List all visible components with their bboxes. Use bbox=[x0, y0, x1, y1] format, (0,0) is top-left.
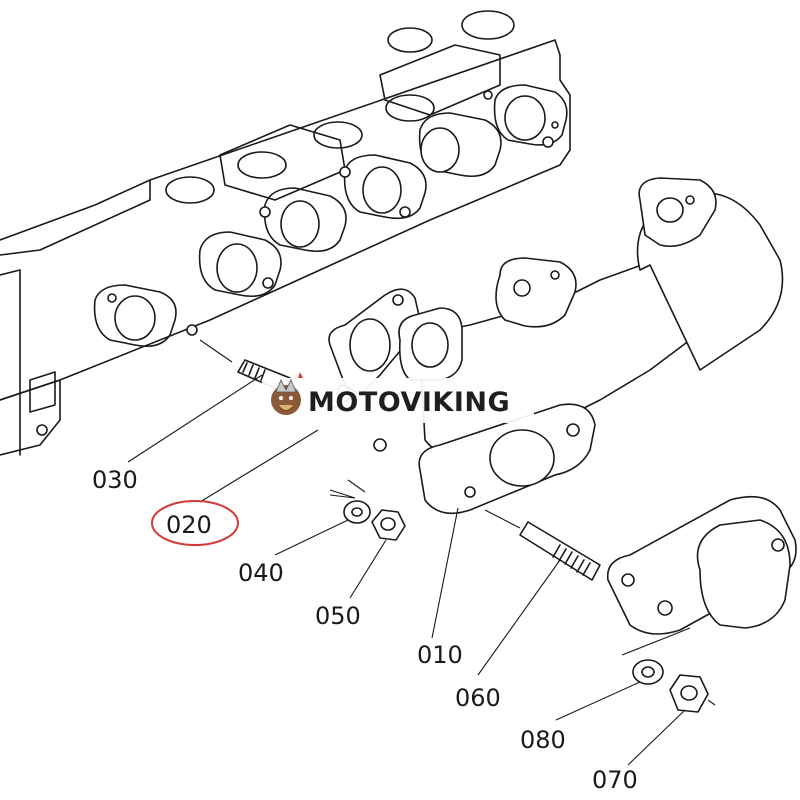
washer-080 bbox=[632, 659, 664, 685]
nut-070 bbox=[669, 674, 716, 713]
outlet-flange bbox=[606, 495, 797, 656]
label-050: 050 bbox=[315, 602, 361, 630]
stud-060 bbox=[484, 509, 601, 581]
washer-040 bbox=[343, 500, 371, 524]
label-010: 010 bbox=[417, 641, 463, 669]
cylinder-head bbox=[0, 10, 571, 456]
watermark: MOTOVIKING bbox=[262, 372, 534, 423]
label-030: 030 bbox=[92, 466, 138, 494]
gasket-020 bbox=[328, 288, 421, 411]
label-080: 080 bbox=[520, 726, 566, 754]
viking-logo-icon bbox=[271, 372, 303, 415]
watermark-text: MOTOVIKING bbox=[308, 387, 510, 418]
exhaust-manifold-010 bbox=[373, 177, 784, 515]
label-070: 070 bbox=[592, 766, 638, 794]
label-060: 060 bbox=[455, 684, 501, 712]
label-020: 020 bbox=[166, 511, 212, 539]
highlight-circle-020 bbox=[151, 500, 239, 546]
nut-050 bbox=[371, 509, 406, 541]
label-040: 040 bbox=[238, 559, 284, 587]
leader-lines bbox=[127, 374, 686, 766]
